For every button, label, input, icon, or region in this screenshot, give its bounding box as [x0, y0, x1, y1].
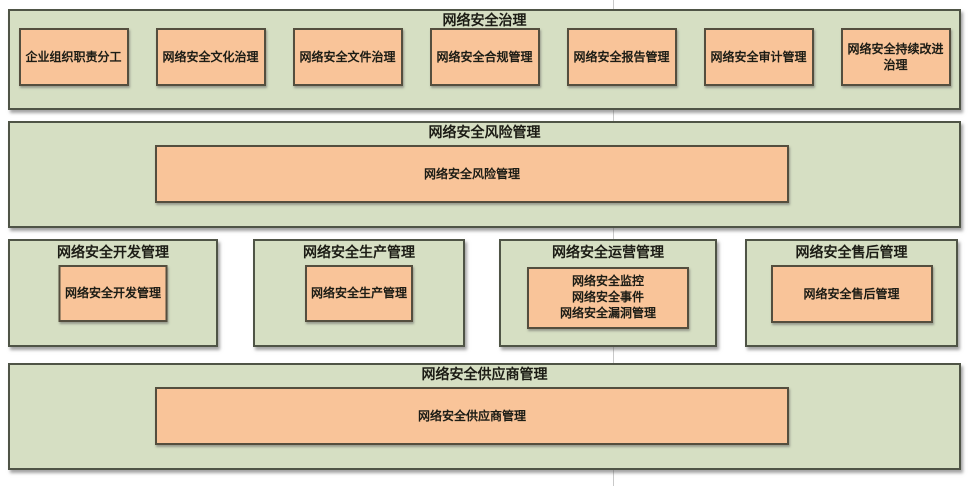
governance-item-culture: 网络安全文化治理: [155, 28, 266, 86]
operations-item-monitoring: 网络安全监控: [571, 274, 644, 289]
development-item: 网络安全开发管理: [58, 265, 168, 322]
governance-item-documents: 网络安全文件治理: [292, 28, 403, 86]
operations-item-incidents: 网络安全事件: [571, 290, 644, 305]
governance-item-reporting: 网络安全报告管理: [566, 28, 677, 86]
development-section: 网络安全开发管理 网络安全开发管理: [8, 239, 218, 347]
risk-item: 网络安全风险管理: [155, 145, 789, 203]
governance-item-audit: 网络安全审计管理: [703, 28, 814, 86]
governance-item-compliance: 网络安全合规管理: [429, 28, 540, 86]
governance-item-continuous-improvement: 网络安全持续改进治理: [840, 28, 951, 86]
risk-section: 网络安全风险管理 网络安全风险管理: [8, 121, 961, 228]
operations-item-group: 网络安全监控 网络安全事件 网络安全漏洞管理: [527, 267, 689, 329]
production-section: 网络安全生产管理 网络安全生产管理: [253, 239, 465, 347]
operations-section: 网络安全运营管理 网络安全监控 网络安全事件 网络安全漏洞管理: [499, 239, 717, 347]
development-title: 网络安全开发管理: [57, 244, 169, 260]
risk-title: 网络安全风险管理: [428, 124, 541, 140]
aftersales-section: 网络安全售后管理 网络安全售后管理: [745, 239, 958, 347]
governance-item-org-duties: 企业组织职责分工: [18, 28, 129, 86]
aftersales-item: 网络安全售后管理: [770, 265, 933, 323]
operations-title: 网络安全运营管理: [552, 244, 664, 260]
governance-items-row: 企业组织职责分工 网络安全文化治理 网络安全文件治理 网络安全合规管理 网络安全…: [10, 28, 959, 86]
supplier-section: 网络安全供应商管理 网络安全供应商管理: [8, 363, 961, 470]
aftersales-title: 网络安全售后管理: [795, 244, 908, 260]
governance-section: 网络安全治理 企业组织职责分工 网络安全文化治理 网络安全文件治理 网络安全合规…: [8, 9, 961, 110]
production-item: 网络安全生产管理: [305, 265, 413, 322]
operations-item-vulnerability: 网络安全漏洞管理: [559, 305, 656, 320]
governance-title: 网络安全治理: [442, 12, 527, 28]
supplier-item: 网络安全供应商管理: [155, 387, 789, 445]
supplier-title: 网络安全供应商管理: [421, 366, 548, 382]
production-title: 网络安全生产管理: [303, 244, 415, 260]
